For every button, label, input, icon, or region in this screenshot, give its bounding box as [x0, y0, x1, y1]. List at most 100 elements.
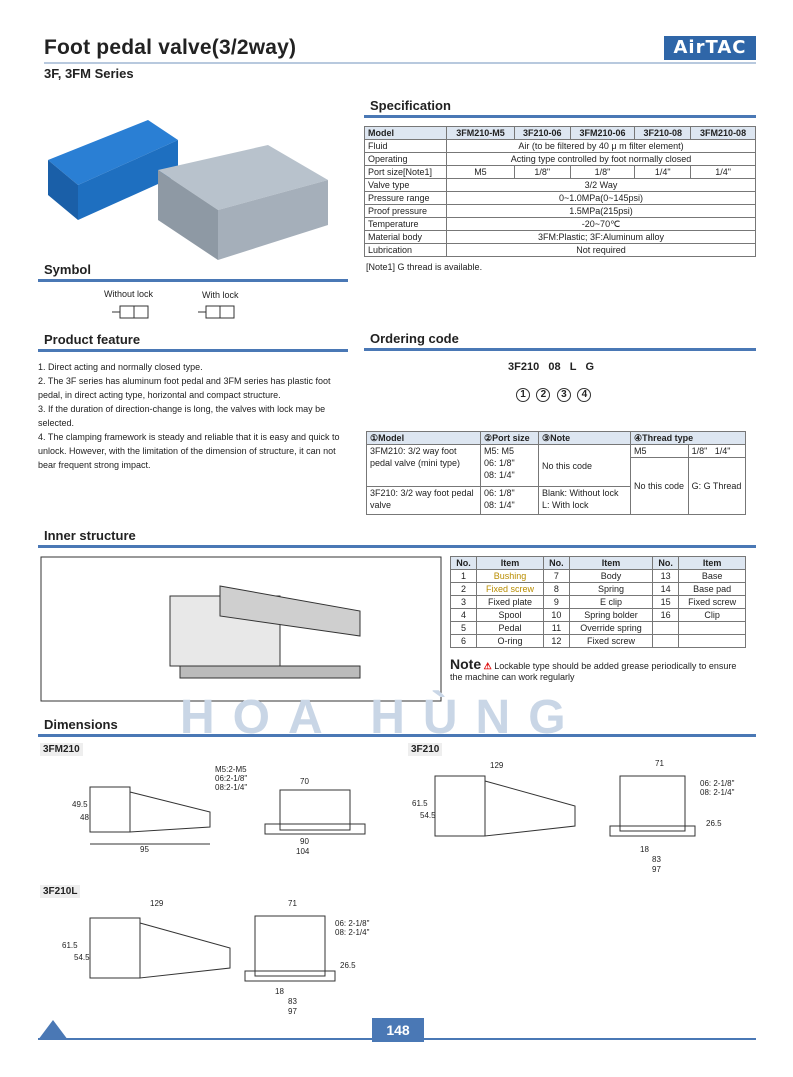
ord-port1: M5: M5 06: 1/8" 08: 1/4" — [480, 444, 539, 487]
spec-label: Lubrication — [364, 243, 447, 257]
table-row: Temperature-20~70℃ — [364, 217, 756, 231]
spec-h1: 3FM210-M5 — [446, 126, 515, 140]
dim-label: 54.5 — [74, 953, 90, 962]
spec-value: 1/8" — [569, 165, 636, 179]
items-h: Item — [678, 556, 746, 570]
ordering-code: 3F210 08 L G — [508, 361, 595, 373]
dim-tag-3fm210: 3FM210 — [40, 743, 83, 756]
spec-value: Acting type controlled by foot normally … — [446, 152, 756, 166]
spec-note: [Note1] G thread is available. — [366, 262, 483, 272]
items-h: Item — [476, 556, 544, 570]
dim-label: 61.5 — [62, 941, 78, 950]
symbol-bar — [38, 279, 348, 282]
items-cell — [678, 634, 746, 648]
items-cell: Fixed screw — [568, 634, 654, 648]
spec-label: Valve type — [364, 178, 447, 192]
items-cell: Body — [568, 569, 654, 583]
spec-h0: Model — [364, 126, 447, 140]
items-cell: 16 — [652, 608, 680, 622]
spec-label: Fluid — [364, 139, 447, 153]
items-h: No. — [652, 556, 680, 570]
feature-item: 4. The clamping framework is steady and … — [38, 432, 340, 470]
ord-col-model: ①Model — [366, 431, 481, 445]
ordering-bar — [364, 348, 756, 351]
items-cell: 3 — [449, 595, 478, 609]
spec-h5: 3FM210-08 — [690, 126, 756, 140]
warning-icon: ⚠ — [483, 661, 492, 671]
ord-thread-g: G: G Thread — [687, 457, 747, 515]
spec-value: 3FM:Plastic; 3F:Aluminum alloy — [446, 230, 756, 244]
spec-table: Model 3FM210-M5 3F210-06 3FM210-06 3F210… — [364, 126, 756, 257]
items-cell: 9 — [542, 595, 570, 609]
items-cell: Pedal — [476, 621, 544, 635]
items-cell: 12 — [542, 634, 570, 648]
brand-mark-icon — [38, 1020, 68, 1040]
table-row: 3F210: 3/2 way foot pedal valve 06: 1/8"… — [366, 486, 746, 515]
spec-label: Proof pressure — [364, 204, 447, 218]
dim-label: 54.5 — [420, 811, 436, 820]
items-cell: Fixed screw — [476, 582, 544, 596]
dim-label: 26.5 — [340, 961, 356, 970]
items-cell: 2 — [449, 582, 478, 596]
spec-value: Not required — [446, 243, 756, 257]
ordering-num: 2 — [536, 388, 551, 402]
note-text: Lockable type should be added grease per… — [450, 661, 737, 682]
dim-label: 83 — [288, 997, 297, 1006]
items-cell: Bushing — [476, 569, 544, 583]
ord-thread-sizes: 1/8" 1/4" — [687, 444, 747, 458]
table-row: No this code G: G Thread — [367, 457, 747, 515]
spec-label: Port size[Note1] — [364, 165, 447, 179]
dim-label: 06:2-1/8" — [215, 774, 247, 783]
ord-col-port: ②Port size — [480, 431, 539, 445]
spec-value: M5 — [446, 165, 515, 179]
series-subtitle: 3F, 3FM Series — [44, 66, 134, 81]
ordering-table: ①Model ②Port size ③Note ④Thread type 3FM… — [366, 431, 747, 515]
items-cell: 11 — [542, 621, 570, 635]
dim-label: 83 — [652, 855, 661, 864]
dim-label: 18 — [275, 987, 284, 996]
page-number: 148 — [372, 1018, 424, 1042]
page-title: Foot pedal valve(3/2way) — [44, 36, 297, 59]
dim-label: 95 — [140, 845, 149, 854]
feature-heading: Product feature — [44, 332, 141, 347]
dim-label: 06: 2-1/8" — [335, 919, 370, 928]
items-cell: O-ring — [476, 634, 544, 648]
note-label: Note — [450, 656, 482, 672]
dimensions-heading: Dimensions — [44, 717, 118, 732]
items-cell: 8 — [542, 582, 570, 596]
ord-thread-none: No this code — [630, 457, 689, 515]
items-cell: Spring bolder — [568, 608, 654, 622]
items-cell: 5 — [449, 621, 478, 635]
ord-note2: Blank: Without lock L: With lock — [538, 486, 631, 515]
ordering-heading: Ordering code — [370, 331, 459, 346]
items-cell: 13 — [652, 569, 680, 583]
symbol-with-lock-label: With lock — [202, 290, 239, 300]
ord-model1: 3FM210: 3/2 way foot pedal valve (mini t… — [366, 444, 481, 487]
dim-label: 97 — [288, 1007, 297, 1016]
items-cell: Base — [678, 569, 746, 583]
items-h: No. — [542, 556, 570, 570]
dim-drawing-3fm210: 49.5 48 95 M5:2-M5 06:2-1/8" 08:2-1/4" 7… — [72, 765, 366, 856]
spec-value: 3/2 Way — [446, 178, 756, 192]
table-row: 3FM210: 3/2 way foot pedal valve (mini t… — [366, 444, 747, 487]
items-cell: Clip — [678, 608, 746, 622]
header-divider — [44, 62, 756, 64]
ord-model2: 3F210: 3/2 way foot pedal valve — [366, 486, 481, 515]
ord-port2: 06: 1/8" 08: 1/4" — [480, 486, 539, 515]
items-cell — [652, 634, 680, 648]
spec-label: Temperature — [364, 217, 447, 231]
items-cell: 7 — [542, 569, 570, 583]
ord-thread-m5: M5 — [630, 444, 689, 458]
spec-h2: 3F210-06 — [513, 126, 571, 140]
items-cell: Fixed screw — [678, 595, 746, 609]
